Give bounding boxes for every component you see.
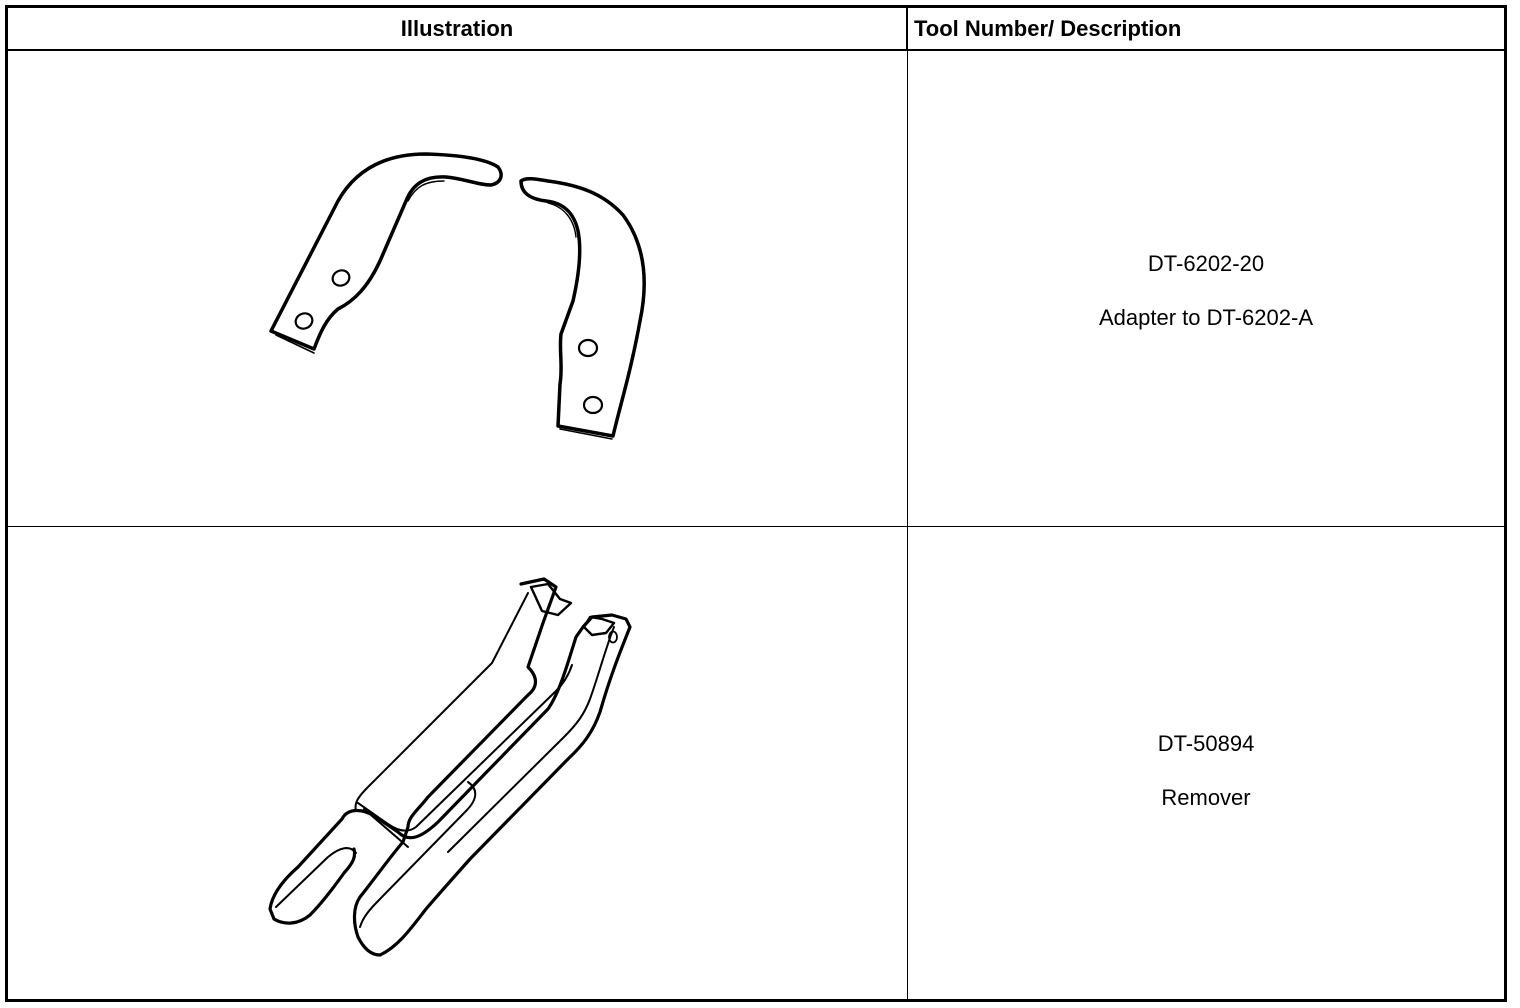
tool-number: DT-50894 [1157,731,1255,756]
header-illustration: Illustration [8,8,908,49]
illustration-cell [8,51,908,526]
table-row: DT-50894 Remover [8,527,1504,999]
illustration-cell [8,527,908,999]
right-bracket-icon [519,176,646,440]
tool-description: Remover [1161,785,1251,810]
adapter-brackets-drawing [269,152,646,440]
left-bracket-icon [269,152,503,354]
remover-fork-icon [268,577,632,957]
tool-description: Adapter to DT-6202-A [1098,305,1313,330]
description-cell: DT-6202-20 Adapter to DT-6202-A [908,51,1504,526]
table-header-row: Illustration Tool Number/ Description [8,8,1504,51]
remover-fork-drawing [268,577,632,957]
tool-number: DT-6202-20 [1147,251,1265,276]
description-cell: DT-50894 Remover [908,527,1504,999]
table-row: DT-6202-20 Adapter to DT-6202-A [8,51,1504,527]
header-tool-description: Tool Number/ Description [914,16,1182,41]
special-tools-table: Illustration Tool Number/ Description [5,5,1507,1002]
